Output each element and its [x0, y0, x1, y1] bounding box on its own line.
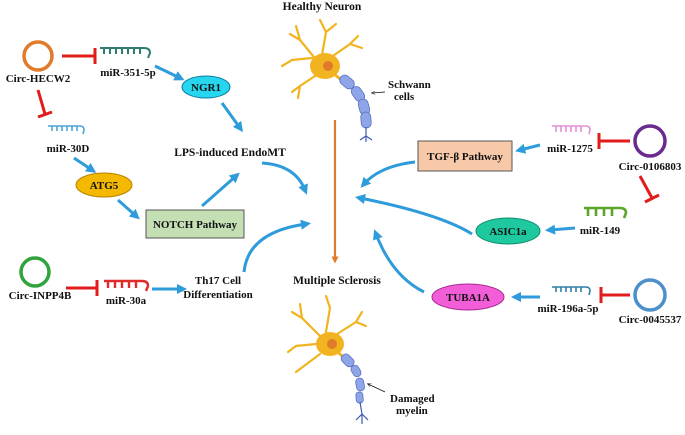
mir-30d-label: miR-30D	[47, 143, 90, 155]
mir-351-icon	[100, 47, 152, 59]
ms-label: Multiple Sclerosis	[293, 275, 381, 287]
lps-label: LPS-induced EndoMT	[174, 147, 286, 159]
circ-inpp4b-icon	[19, 256, 51, 288]
mir-351-label: miR-351-5p	[100, 67, 156, 79]
mir-149-icon	[584, 206, 628, 219]
mir-1275-icon	[552, 125, 591, 135]
atg5-label: ATG5	[90, 180, 119, 192]
tuba1a-node	[431, 283, 505, 311]
tuba1a-label: TUBA1A	[446, 292, 490, 304]
circ-hecw2-icon	[22, 40, 54, 72]
mir-30d-icon	[48, 125, 85, 135]
schwann-label-2: cells	[394, 91, 415, 103]
asic1a-node	[475, 217, 541, 245]
mir-30a-label: miR-30a	[106, 295, 147, 307]
inhibit-0106803-mir1275	[597, 133, 630, 149]
circ-0106803-icon	[633, 124, 667, 158]
circ-hecw2-label: Circ-HECW2	[6, 73, 71, 85]
tgfb-label: TGF-β Pathway	[427, 151, 503, 163]
healthy-neuron-label: Healthy Neuron	[283, 1, 362, 13]
mir-196a-icon	[552, 286, 591, 296]
inhibit-hecw2-mir30d	[36, 89, 53, 119]
circ-0045537-icon	[633, 278, 667, 312]
schwann-label-1: Schwann	[388, 79, 431, 91]
circ-0045537-label: Circ-0045537	[619, 314, 682, 326]
tgf-beta-pathway-node	[417, 140, 513, 172]
mir-30a-icon	[104, 279, 150, 292]
circ-inpp4b-label: Circ-INPP4B	[9, 290, 72, 302]
circ-0106803-label: Circ-0106803	[619, 161, 682, 173]
notch-label: NOTCH Pathway	[153, 219, 238, 231]
inhibit-0045537-mir196a	[599, 287, 630, 303]
mir-149-label: miR-149	[580, 225, 621, 237]
inhibit-0106803-mir149	[638, 175, 660, 204]
mir-196a-label: miR-196a-5p	[537, 303, 598, 315]
th17-label-1: Th17 Cell	[195, 275, 241, 287]
th17-label-2: Differentiation	[183, 289, 252, 301]
damaged-neuron-icon	[286, 294, 369, 424]
atg5-node	[75, 172, 133, 198]
inhibit-hecw2-mir351	[62, 48, 97, 64]
notch-pathway-node	[145, 209, 245, 239]
ngr1-node	[181, 75, 231, 99]
ngr1-label: NGR1	[191, 82, 221, 94]
damaged-label-1: Damaged	[390, 393, 435, 405]
mir-1275-label: miR-1275	[547, 143, 593, 155]
inhibit-inpp4b-mir30a	[66, 280, 99, 296]
healthy-neuron-icon	[280, 18, 373, 142]
asic1a-label: ASIC1a	[489, 226, 527, 238]
damaged-label-2: myelin	[396, 405, 428, 417]
